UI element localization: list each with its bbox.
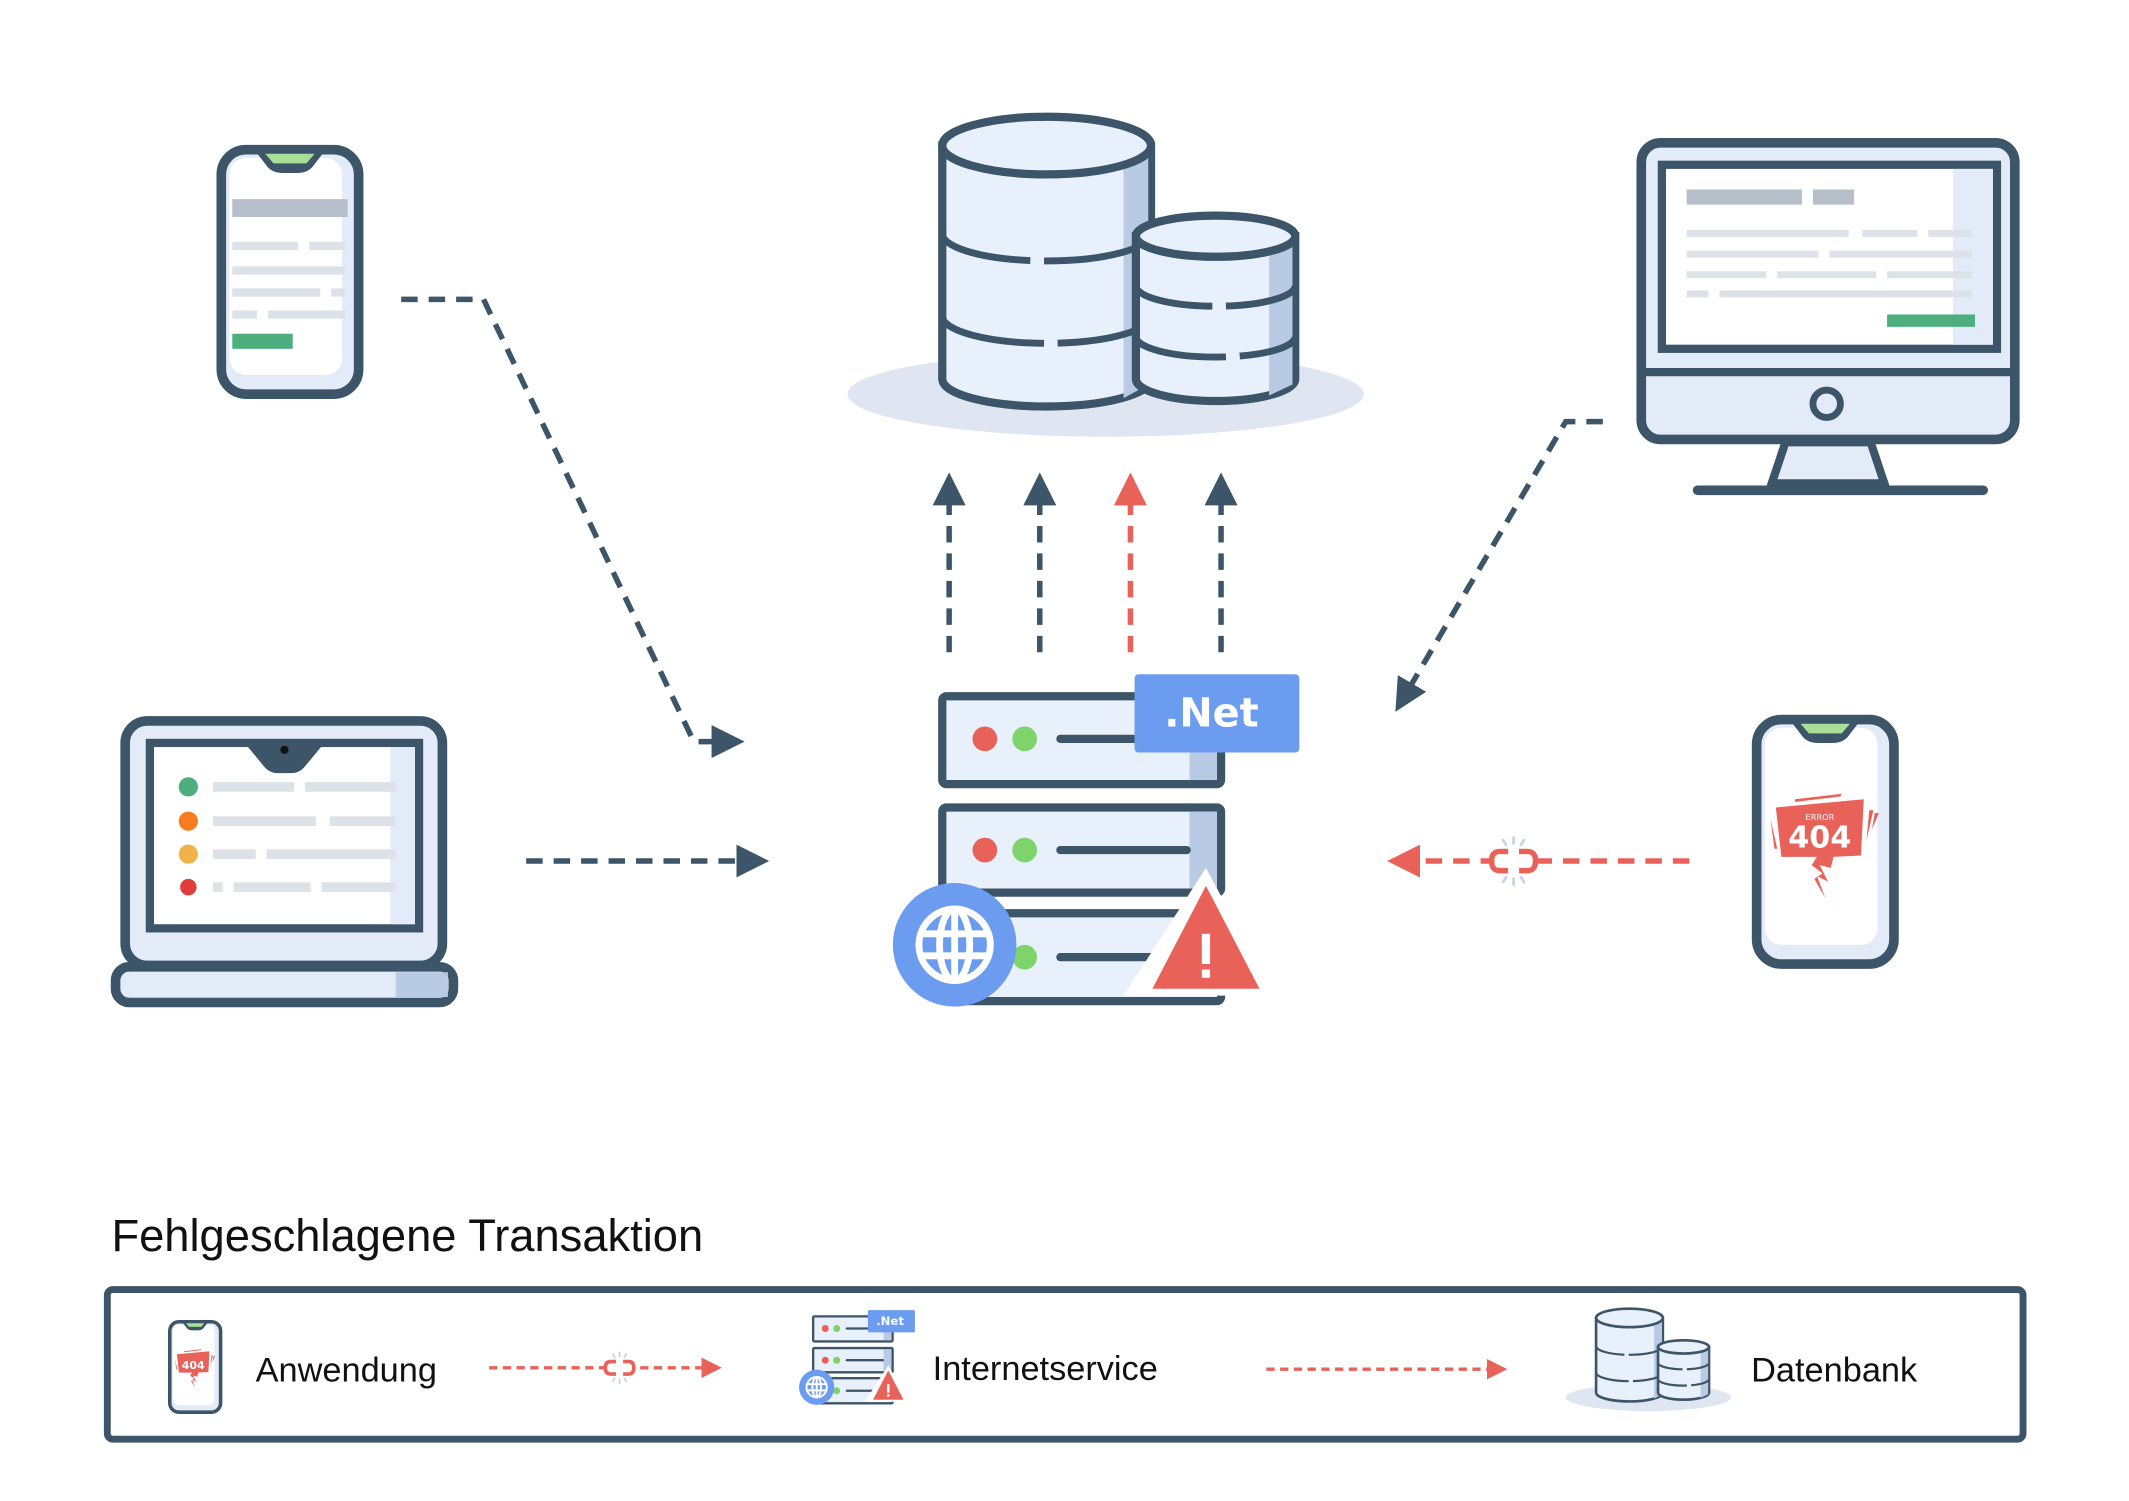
legend-box [103, 1286, 2027, 1443]
legend-item-anwendung: Anwendung [256, 1352, 437, 1390]
legend-title: Fehlgeschlagene Transaktion [111, 1210, 703, 1261]
mobile-app-phone-icon [221, 150, 358, 394]
legend-error-code: 404 [182, 1359, 205, 1372]
arrow-monitor-to-server [1395, 418, 1603, 712]
net-label: .Net [1164, 690, 1258, 736]
arrow-phone-to-server [401, 296, 745, 759]
error-label: ERROR [1805, 812, 1834, 822]
desktop-monitor-icon [1636, 138, 2020, 496]
error-code: 404 [1788, 820, 1851, 855]
legend-item-datenbank: Datenbank [1751, 1352, 1918, 1390]
legend-item-internetservice: Internetservice [933, 1350, 1158, 1388]
database-icon [848, 117, 1364, 437]
legend-net-label: .Net [876, 1314, 904, 1328]
laptop-icon [110, 716, 459, 1008]
